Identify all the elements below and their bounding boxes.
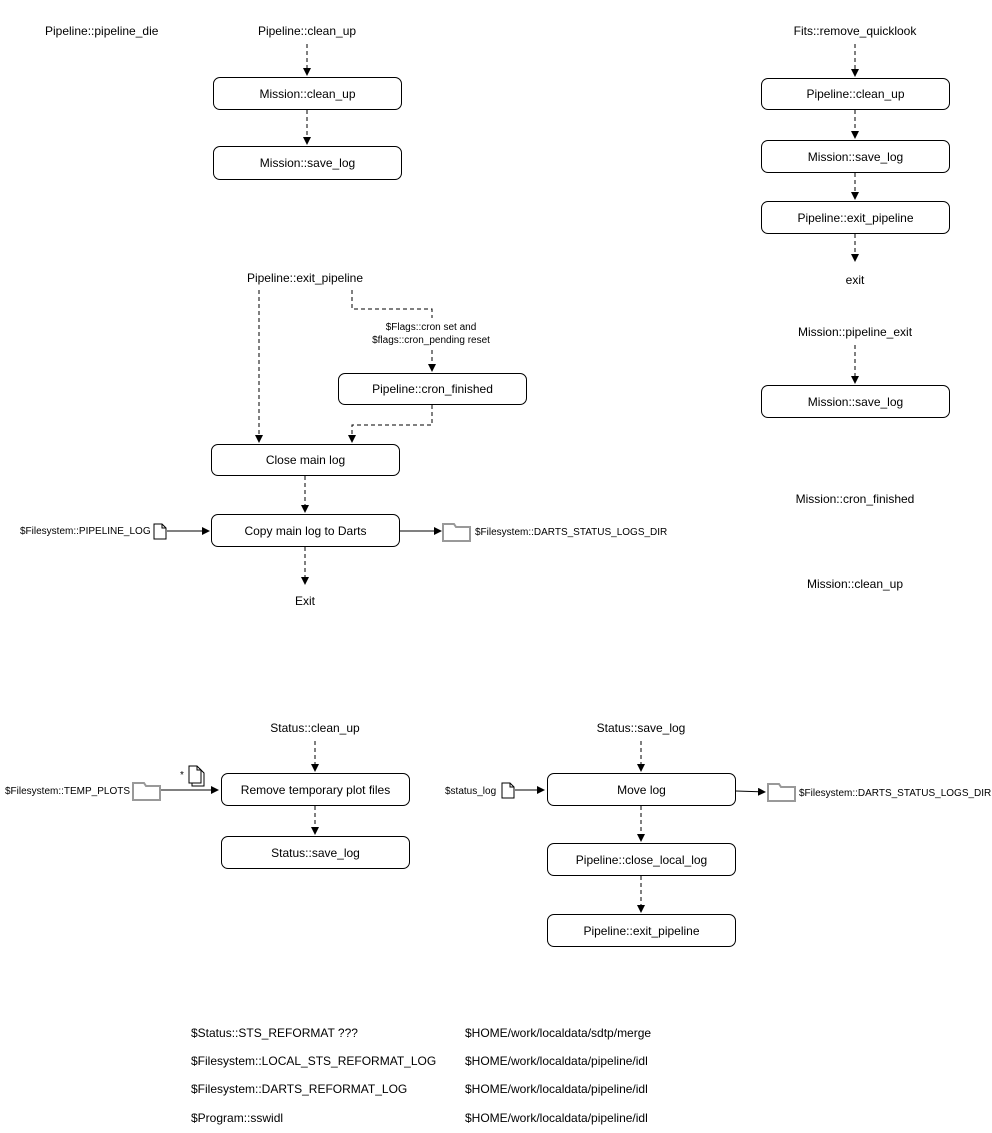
mission-savelog-box: Mission::save_log [213,146,402,180]
pipeline-exit-savelog-box: Mission::save_log [761,385,950,418]
arrow-move-to-darts-dir [735,787,766,796]
remove-quicklook-title: Fits::remove_quicklook [793,24,917,38]
wildcard-label: * [180,770,184,781]
ref-name-2: $Filesystem::LOCAL_STS_REFORMAT_LOG [191,1054,437,1068]
exit-pipeline-title: Pipeline::exit_pipeline [246,271,364,285]
remove-temp-plots-box: Remove temporary plot files [221,773,410,806]
folder-icon [767,783,796,802]
move-log-box: Move log [547,773,736,806]
status-cleanup-title: Status::clean_up [270,721,360,735]
ref-name-4: $Program::sswidl [191,1111,284,1125]
removeql-exit-pipeline-box: Pipeline::exit_pipeline [761,201,950,234]
cleanup-title: Pipeline::clean_up [257,24,357,38]
file-stack-icon [188,765,205,787]
status-log-label: $status_log [445,786,497,797]
close-main-log-box: Close main log [211,444,400,476]
cron-condition-line1: $Flags::cron set and [385,322,477,333]
ref-path-4: $HOME/work/localdata/pipeline/idl [465,1111,648,1125]
darts-status-logs-dir-label: $Filesystem::DARTS_STATUS_LOGS_DIR [475,527,668,538]
arrow-exit-to-condition [351,290,433,318]
pipeline-log-label: $Filesystem::PIPELINE_LOG [20,526,151,537]
mission-cron-finished-title: Mission::cron_finished [795,492,915,506]
removeql-cleanup-box: Pipeline::clean_up [761,78,950,110]
pipeline-die-title: Pipeline::pipeline_die [45,24,159,38]
status-exit-pipeline-box: Pipeline::exit_pipeline [547,914,736,947]
ref-path-2: $HOME/work/localdata/pipeline/idl [465,1054,648,1068]
file-icon [153,523,167,540]
status-savelog-title: Status::save_log [596,721,686,735]
darts-status-logs-dir-label-2: $Filesystem::DARTS_STATUS_LOGS_DIR [799,788,992,799]
arrow-cron-to-close [348,405,433,443]
close-local-log-box: Pipeline::close_local_log [547,843,736,876]
mission-cleanup-box: Mission::clean_up [213,77,402,110]
pipeline-exit-title: Mission::pipeline_exit [797,325,913,339]
copy-main-log-box: Copy main log to Darts [211,514,400,547]
removeql-exit-label: exit [845,273,865,287]
file-icon [501,782,515,799]
exit-label: Exit [294,594,316,608]
folder-icon [132,782,161,801]
removeql-savelog-box: Mission::save_log [761,140,950,173]
ref-path-3: $HOME/work/localdata/pipeline/idl [465,1082,648,1096]
cron-condition-line2: $flags::cron_pending reset [372,335,490,346]
ref-name-3: $Filesystem::DARTS_REFORMAT_LOG [191,1082,408,1096]
ref-path-1: $HOME/work/localdata/sdtp/merge [465,1026,652,1040]
mission-cleanup-title: Mission::clean_up [806,577,904,591]
temp-plots-label: $Filesystem::TEMP_PLOTS [5,786,131,797]
status-savelog-box: Status::save_log [221,836,410,869]
folder-icon [442,523,471,542]
ref-name-1: $Status::STS_REFORMAT ??? [191,1026,358,1040]
cron-finished-box: Pipeline::cron_finished [338,373,527,405]
